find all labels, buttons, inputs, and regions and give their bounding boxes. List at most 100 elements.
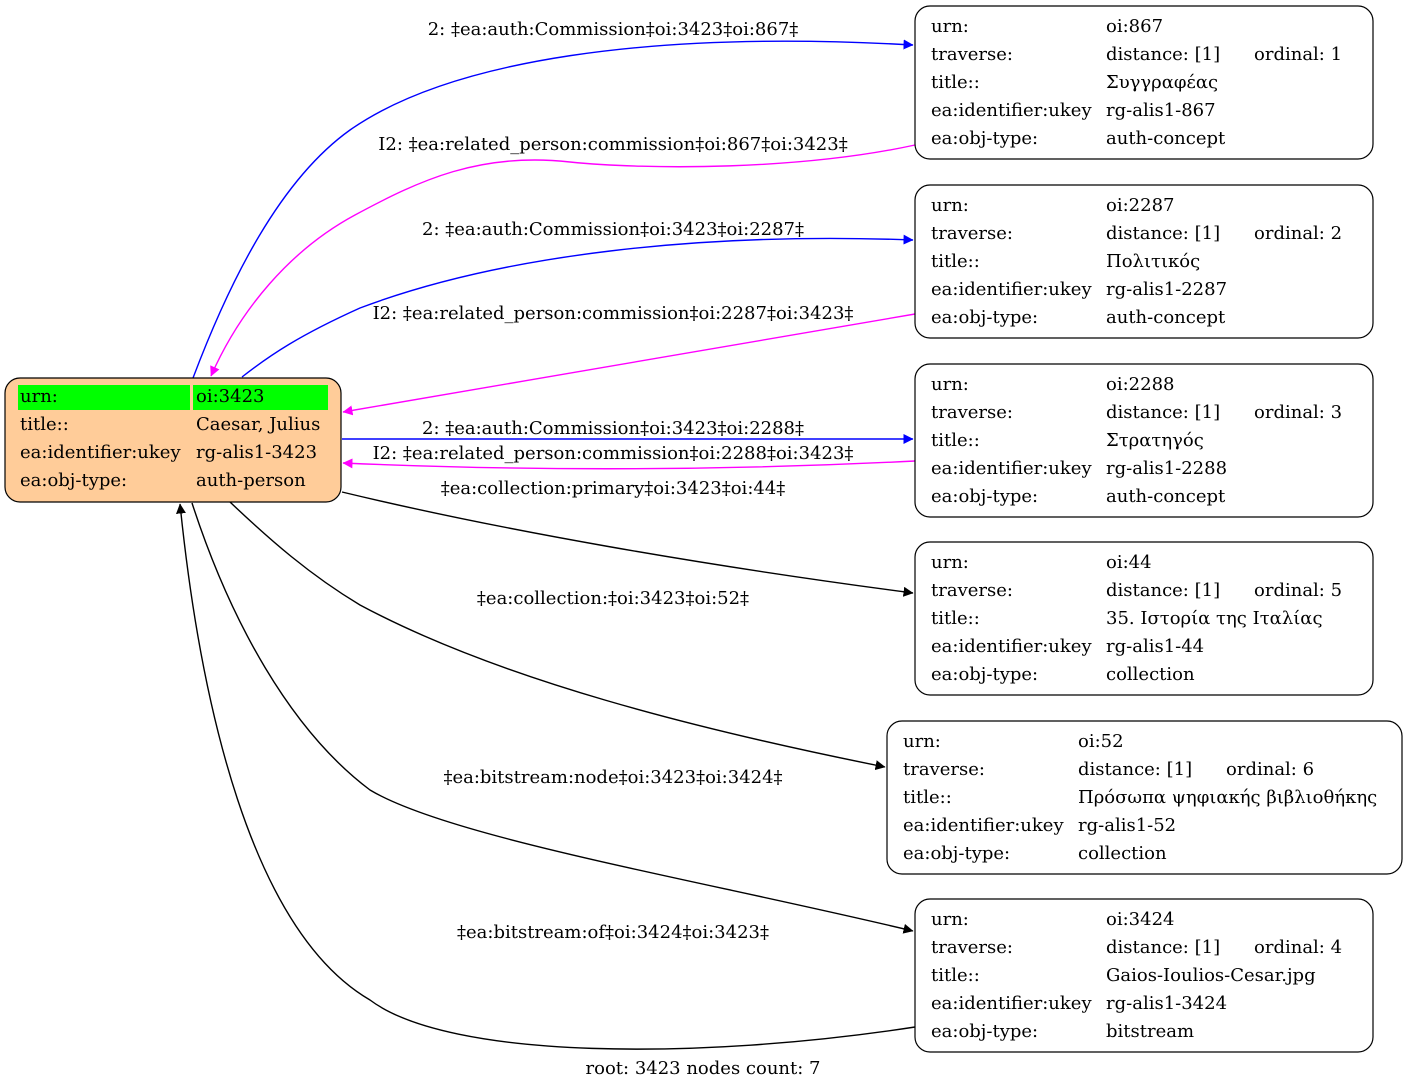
node-field-value: distance: [1] — [1106, 223, 1220, 244]
edge-line — [241, 234, 914, 378]
node-field-key: traverse: — [903, 759, 985, 780]
node-field-value: Συγγραφέας — [1106, 72, 1218, 93]
node-field-key: title:: — [931, 430, 980, 451]
node-field-value: oi:867 — [1106, 16, 1163, 37]
node-box — [886, 720, 1403, 875]
node-field-ordinal: ordinal: 3 — [1254, 402, 1342, 423]
edge-inverse[interactable]: I2: ‡ea:related_person:commission‡oi:228… — [342, 303, 916, 416]
node-box — [914, 363, 1374, 518]
edge-link[interactable]: ‡ea:collection:‡oi:3423‡oi:52‡ — [229, 501, 886, 771]
node-field-value: oi:2287 — [1106, 195, 1174, 216]
root-field-key: ea:obj-type: — [20, 470, 127, 491]
node-field-key: ea:identifier:ukey — [931, 279, 1092, 300]
edge-inverse[interactable]: I2: ‡ea:related_person:commission‡oi:228… — [342, 443, 916, 470]
edge-label: ‡ea:collection:primary‡oi:3423‡oi:44‡ — [441, 478, 786, 499]
node-field-key: ea:identifier:ukey — [903, 815, 1064, 836]
edge-label: I2: ‡ea:related_person:commission‡oi:228… — [373, 303, 854, 324]
node-n867[interactable]: urn: oi:867 traverse: distance: [1] ordinal:… — [914, 5, 1374, 160]
node-field-value: auth-concept — [1106, 486, 1226, 507]
node-field-value: rg-alis1-52 — [1078, 815, 1176, 836]
root-field-value: rg-alis1-3423 — [196, 442, 317, 463]
root-field-key: ea:identifier:ukey — [20, 442, 181, 463]
node-field-key: urn: — [931, 195, 969, 216]
edge-label: ‡ea:bitstream:of‡oi:3424‡oi:3423‡ — [457, 922, 769, 943]
node-field-value: Πρόσωπα ψηφιακής βιβλιοθήκης — [1078, 787, 1377, 808]
node-field-key: ea:obj-type: — [931, 1021, 1038, 1042]
edge-label: 2: ‡ea:auth:Commission‡oi:3423‡oi:867‡ — [428, 19, 799, 40]
node-box — [914, 541, 1374, 696]
root-field-key: urn: — [20, 386, 58, 407]
edge-label: 2: ‡ea:auth:Commission‡oi:3423‡oi:2288‡ — [422, 418, 804, 439]
node-field-value: 35. Ιστορία της Ιταλίας — [1106, 608, 1323, 629]
node-field-key: ea:identifier:ukey — [931, 993, 1092, 1014]
node-field-value: Gaios-Ioulios-Cesar.jpg — [1106, 965, 1316, 986]
node-field-key: traverse: — [931, 580, 1013, 601]
node-field-key: title:: — [931, 72, 980, 93]
node-field-key: traverse: — [931, 44, 1013, 65]
node-field-key: traverse: — [931, 937, 1013, 958]
edge-label: ‡ea:bitstream:node‡oi:3423‡oi:3424‡ — [443, 767, 782, 788]
node-field-key: ea:identifier:ukey — [931, 100, 1092, 121]
node-n3424[interactable]: urn: oi:3424 traverse: distance: [1] ordinal… — [914, 898, 1374, 1053]
node-field-key: traverse: — [931, 223, 1013, 244]
node-field-key: title:: — [931, 965, 980, 986]
node-field-ordinal: ordinal: 6 — [1226, 759, 1314, 780]
node-field-value: distance: [1] — [1106, 44, 1220, 65]
node-field-value: rg-alis1-44 — [1106, 636, 1204, 657]
edges-layer: 2: ‡ea:auth:Commission‡oi:3423‡oi:867‡ I2… — [175, 19, 916, 1050]
edge-forward[interactable]: 2: ‡ea:auth:Commission‡oi:3423‡oi:867‡ — [192, 19, 914, 379]
root-field-key: title:: — [20, 414, 69, 435]
node-field-value: distance: [1] — [1106, 580, 1220, 601]
node-field-key: urn: — [931, 374, 969, 395]
edge-line — [210, 144, 916, 377]
node-field-value: bitstream — [1106, 1021, 1194, 1042]
node-field-key: title:: — [903, 787, 952, 808]
root-field-value: Caesar, Julius — [196, 414, 320, 435]
edge-line — [192, 39, 914, 379]
edge-line — [342, 458, 916, 470]
root-field-value: oi:3423 — [196, 386, 264, 407]
node-field-value: oi:3424 — [1106, 909, 1174, 930]
node-field-key: urn: — [931, 909, 969, 930]
node-field-key: title:: — [931, 251, 980, 272]
node-field-value: auth-concept — [1106, 128, 1226, 149]
node-field-key: ea:obj-type: — [931, 307, 1038, 328]
node-field-value: rg-alis1-2288 — [1106, 458, 1227, 479]
edge-link[interactable]: ‡ea:collection:primary‡oi:3423‡oi:44‡ — [341, 478, 914, 597]
edge-line — [229, 501, 886, 771]
edge-link[interactable]: ‡ea:bitstream:of‡oi:3424‡oi:3423‡ — [175, 503, 916, 1050]
edge-forward[interactable]: 2: ‡ea:auth:Commission‡oi:3423‡oi:2288‡ — [342, 418, 914, 444]
node-field-key: ea:obj-type: — [903, 843, 1010, 864]
node-box — [914, 5, 1374, 160]
node-field-value: auth-concept — [1106, 307, 1226, 328]
node-field-value: Πολιτικός — [1106, 251, 1200, 272]
node-field-value: collection — [1078, 843, 1167, 864]
node-field-value: rg-alis1-867 — [1106, 100, 1216, 121]
node-field-key: urn: — [903, 731, 941, 752]
node-field-key: urn: — [931, 552, 969, 573]
node-field-ordinal: ordinal: 4 — [1254, 937, 1342, 958]
node-field-ordinal: ordinal: 1 — [1254, 44, 1342, 65]
graph-footer: root: 3423 nodes count: 7 — [586, 1058, 821, 1079]
node-field-key: ea:identifier:ukey — [931, 636, 1092, 657]
node-field-key: ea:identifier:ukey — [931, 458, 1092, 479]
node-field-key: urn: — [931, 16, 969, 37]
node-box — [914, 184, 1374, 339]
root-field-value: auth-person — [196, 470, 306, 491]
edge-line — [175, 503, 916, 1050]
node-field-value: rg-alis1-3424 — [1106, 993, 1227, 1014]
node-field-value: distance: [1] — [1106, 937, 1220, 958]
edge-link[interactable]: ‡ea:bitstream:node‡oi:3423‡oi:3424‡ — [191, 502, 914, 934]
node-field-value: oi:52 — [1078, 731, 1124, 752]
edge-line — [341, 491, 914, 597]
edge-forward[interactable]: 2: ‡ea:auth:Commission‡oi:3423‡oi:2287‡ — [241, 219, 914, 378]
edge-label: I2: ‡ea:related_person:commission‡oi:867… — [378, 134, 847, 155]
node-field-key: ea:obj-type: — [931, 128, 1038, 149]
edge-inverse[interactable]: I2: ‡ea:related_person:commission‡oi:867… — [210, 134, 916, 377]
